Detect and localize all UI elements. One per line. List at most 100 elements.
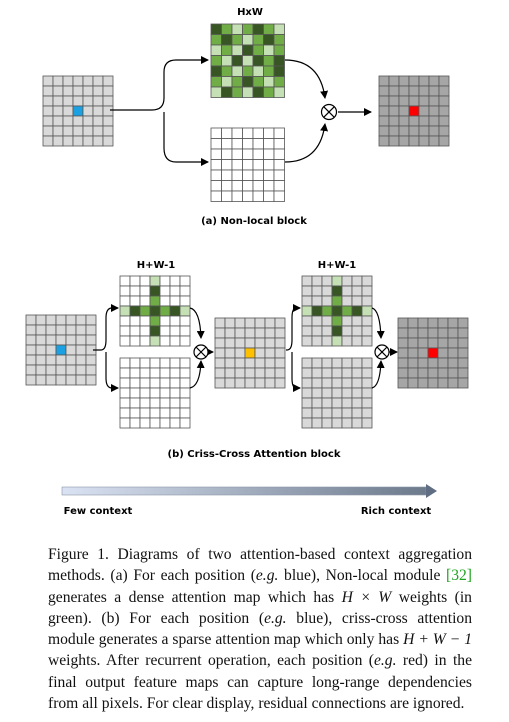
few-context-label: Few context bbox=[64, 506, 133, 517]
non-local-panel: HxW (a) Non-local block bbox=[42, 7, 450, 227]
grid-cell bbox=[264, 317, 276, 329]
grid-cell bbox=[263, 159, 275, 171]
grid-cell bbox=[438, 135, 450, 147]
grid-cell bbox=[263, 180, 275, 192]
grid-cell bbox=[244, 327, 256, 339]
caption-eg: e.g. bbox=[264, 609, 287, 627]
grid-cell bbox=[75, 334, 87, 346]
grid-cell bbox=[149, 377, 161, 389]
grid-cell bbox=[408, 125, 420, 137]
grid-cell bbox=[301, 417, 313, 429]
grid-cell bbox=[242, 23, 254, 35]
grid-cell bbox=[214, 347, 226, 359]
grid-cell bbox=[179, 285, 191, 297]
grid-cell bbox=[264, 367, 276, 379]
grid-cell bbox=[263, 148, 275, 160]
grid-cell bbox=[321, 335, 333, 347]
grid-cell bbox=[273, 159, 285, 171]
grid-cell bbox=[417, 347, 429, 359]
grid-cell bbox=[407, 337, 419, 349]
grid-cell bbox=[388, 85, 400, 97]
caption-text: Figure 1. Diagrams of two attention-base… bbox=[48, 546, 472, 585]
grid-cell bbox=[252, 169, 264, 181]
grid-cell bbox=[254, 337, 266, 349]
grid-cell bbox=[321, 377, 333, 389]
grid-cell bbox=[321, 285, 333, 297]
grid-cell bbox=[221, 44, 233, 56]
grid-cell bbox=[75, 364, 87, 376]
grid-cell bbox=[42, 125, 54, 137]
grid-cell bbox=[45, 354, 57, 366]
grid-cell bbox=[210, 23, 222, 35]
grid-cell bbox=[169, 295, 181, 307]
grid-cell bbox=[301, 387, 313, 399]
grid-cell bbox=[428, 105, 440, 117]
grid-cell bbox=[179, 367, 191, 379]
grid-cell bbox=[214, 367, 226, 379]
grid-cell bbox=[159, 357, 171, 369]
grid-cell bbox=[35, 314, 47, 326]
grid-cell bbox=[119, 397, 131, 409]
grid-cell bbox=[397, 317, 409, 329]
grid-cell bbox=[179, 295, 191, 307]
grid-cell bbox=[149, 387, 161, 399]
grid-cell bbox=[361, 417, 373, 429]
attention-diagram: HxW (a) Non-local block H+W-1 H+W-1 bbox=[25, 7, 469, 517]
grid-cell bbox=[408, 95, 420, 107]
grid-cell bbox=[361, 407, 373, 419]
grid-cell bbox=[52, 95, 64, 107]
grid-cell bbox=[149, 367, 161, 379]
grid-cell bbox=[331, 305, 343, 317]
grid-cell bbox=[25, 344, 37, 356]
grid-cell bbox=[55, 324, 67, 336]
grid-cell bbox=[273, 34, 285, 46]
grid-cell bbox=[102, 75, 114, 87]
grid-cell bbox=[85, 334, 97, 346]
grid-cell bbox=[119, 357, 131, 369]
grid-cell bbox=[179, 357, 191, 369]
grid-cell bbox=[65, 344, 77, 356]
grid-cell bbox=[242, 55, 254, 67]
grid-cell bbox=[351, 397, 363, 409]
grid-cell bbox=[52, 75, 64, 87]
citation-link[interactable]: [32] bbox=[446, 567, 472, 585]
grid-cell bbox=[214, 337, 226, 349]
grid-cell bbox=[321, 295, 333, 307]
grid-cell bbox=[119, 387, 131, 399]
grid-cell bbox=[139, 377, 151, 389]
caption-text: weights (in green). (b) For each positio… bbox=[48, 588, 472, 627]
grid-cell bbox=[82, 105, 94, 117]
caption-math: H × W bbox=[341, 588, 392, 606]
grid-cell bbox=[119, 377, 131, 389]
grid-cell bbox=[102, 135, 114, 147]
grid-cell bbox=[417, 367, 429, 379]
grid-cell bbox=[139, 315, 151, 327]
grid-cell bbox=[65, 374, 77, 386]
grid-cell bbox=[52, 135, 64, 147]
grid-cell bbox=[55, 334, 67, 346]
grid-cell bbox=[45, 344, 57, 356]
grid-cell bbox=[407, 357, 419, 369]
grid-cell bbox=[388, 135, 400, 147]
grid-cell bbox=[214, 377, 226, 389]
grid-cell bbox=[221, 138, 233, 150]
caption-eg: e.g. bbox=[373, 652, 397, 670]
grid-cell bbox=[417, 317, 429, 329]
grid-cell bbox=[388, 115, 400, 127]
grid-cell bbox=[447, 337, 459, 349]
grid-cell bbox=[119, 295, 131, 307]
grid-cell bbox=[321, 387, 333, 399]
grid-cell bbox=[149, 397, 161, 409]
grid-cell bbox=[263, 76, 275, 88]
grid-cell bbox=[65, 354, 77, 366]
grid-cell bbox=[437, 317, 449, 329]
grid-cell bbox=[351, 357, 363, 369]
grid-cell bbox=[437, 367, 449, 379]
grid-cell bbox=[321, 397, 333, 409]
grid-cell bbox=[311, 377, 323, 389]
grid-cell bbox=[139, 407, 151, 419]
grid-cell bbox=[221, 23, 233, 35]
grid-cell bbox=[210, 169, 222, 181]
grid-cell bbox=[408, 75, 420, 87]
panel-b-label: (b) Criss-Cross Attention block bbox=[168, 449, 341, 460]
